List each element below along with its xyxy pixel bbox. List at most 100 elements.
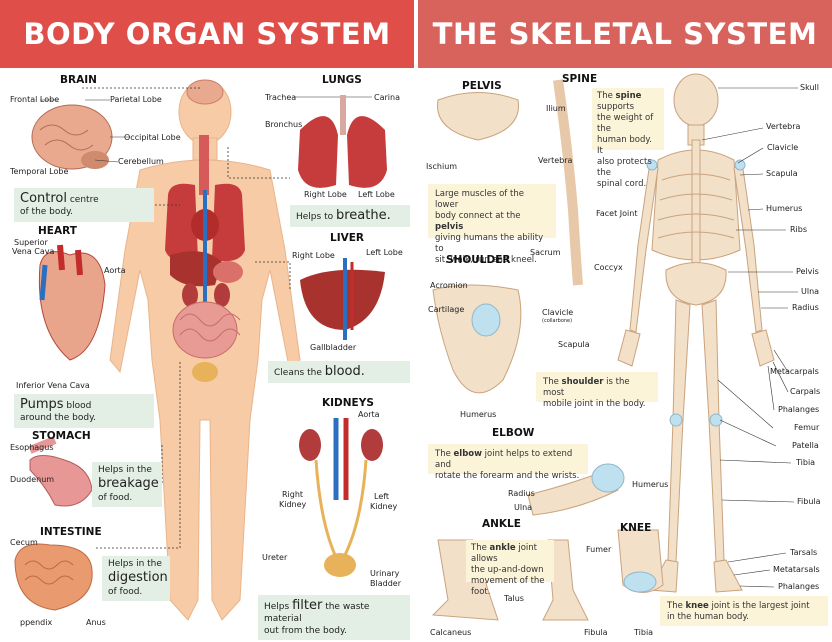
clavicle-label: Clavicle bbox=[767, 143, 799, 152]
phalanges-hand-label: Phalanges bbox=[778, 405, 820, 414]
kidneys-note-text: Helps bbox=[264, 602, 293, 612]
bladder-label: Bladder bbox=[370, 579, 401, 588]
humerus-label: Humerus bbox=[766, 204, 803, 213]
kidneys-note-emphasis: filter bbox=[292, 598, 323, 613]
femur-label: Femur bbox=[794, 423, 820, 432]
phalanges-foot-label: Phalanges bbox=[778, 582, 820, 591]
shoulder-note-text-2: is the most bbox=[543, 377, 630, 399]
sacrum-label: Sacrum bbox=[530, 248, 561, 257]
acromion-label: Acromion bbox=[430, 281, 468, 290]
ulna-elbow-label: Ulna bbox=[514, 503, 533, 512]
brain-note-text: centre bbox=[67, 195, 99, 205]
skeletal-title: THE SKELETAL SYSTEM bbox=[418, 0, 832, 68]
cecum-label: Cecum bbox=[10, 538, 38, 547]
fibula-knee-label: Fibula bbox=[584, 628, 608, 637]
stomach-heading: STOMACH bbox=[32, 430, 91, 442]
bronchus-label: Bronchus bbox=[265, 120, 303, 129]
elbow-note-text-2: joint helps to extend and bbox=[435, 449, 573, 471]
ankle-note-bold: ankle bbox=[489, 543, 516, 553]
radius-elbow-label: Radius bbox=[508, 489, 535, 498]
cerebellum-label: Cerebellum bbox=[118, 157, 164, 166]
cartilage-label: Cartilage bbox=[428, 305, 465, 314]
shoulder-note-bold: shoulder bbox=[561, 377, 604, 387]
carpals-label: Carpals bbox=[790, 387, 821, 396]
knee-note-bold: knee bbox=[685, 601, 709, 611]
vertebra-label: Vertebra bbox=[766, 122, 801, 131]
elbow-note-bold: elbow bbox=[453, 449, 482, 459]
ankle-note-text-4: movement of the foot. bbox=[471, 576, 545, 598]
vena-cava-label: Vena Cava bbox=[12, 247, 55, 256]
appendix-label: ppendix bbox=[20, 618, 53, 627]
carina-label: Carina bbox=[374, 93, 400, 102]
ilium-label: Ilium bbox=[546, 104, 566, 113]
skeletal-panel: THE SKELETAL SYSTEM bbox=[418, 0, 832, 642]
lungs-heading: LUNGS bbox=[322, 74, 362, 86]
ureter-label: Ureter bbox=[262, 553, 288, 562]
talus-label: Talus bbox=[504, 594, 524, 603]
elbow-heading: ELBOW bbox=[492, 427, 535, 439]
ankle-note-text-1: The bbox=[471, 543, 490, 553]
elbow-note-text-3: rotate the forearm and the wrists. bbox=[435, 471, 580, 482]
lungs-note-text: Helps to bbox=[296, 212, 336, 222]
liver-right-lobe-label: Right Lobe bbox=[292, 251, 335, 260]
intestine-note-text-2: of food. bbox=[108, 586, 143, 597]
left-lobe-label: Left Lobe bbox=[358, 190, 395, 199]
humerus-shoulder-label: Humerus bbox=[460, 410, 497, 419]
spine-note-text-6: spinal cord. bbox=[597, 179, 647, 190]
anus-label: Anus bbox=[86, 618, 106, 627]
scapula-shoulder-label: Scapula bbox=[558, 340, 590, 349]
calcaneus-label: Calcaneus bbox=[430, 628, 472, 637]
shoulder-heading: SHOULDER bbox=[446, 254, 511, 266]
spine-note-text-4: human body. It bbox=[597, 135, 652, 157]
kidney-aorta-label: Aorta bbox=[358, 410, 380, 419]
knee-note-text-2: joint is the largest joint bbox=[708, 601, 810, 611]
brain-note-emphasis: Control bbox=[20, 191, 67, 206]
tibia-label: Tibia bbox=[796, 458, 816, 467]
pelvis-note-text-2: body connect at the bbox=[435, 211, 521, 222]
ulna-label: Ulna bbox=[801, 287, 820, 296]
temporal-lobe-label: Temporal Lobe bbox=[10, 167, 69, 176]
clavicle-shoulder-label: Clavicle bbox=[542, 308, 574, 317]
spine-note-text-3: the weight of the bbox=[597, 113, 654, 135]
collarbone-label: (collarbone) bbox=[542, 318, 573, 324]
facet-joint-label: Facet Joint bbox=[596, 209, 638, 218]
knee-note-text-3: in the human body. bbox=[667, 612, 749, 623]
ankle-heading: ANKLE bbox=[482, 518, 521, 530]
liver-heading: LIVER bbox=[330, 232, 364, 244]
stomach-note-emphasis: breakage bbox=[98, 476, 159, 492]
fibula-label: Fibula bbox=[797, 497, 821, 506]
esophagus-label: Esophagus bbox=[10, 443, 54, 452]
aorta-label: Aorta bbox=[104, 266, 126, 275]
kidneys-note-text-3: out from the body. bbox=[264, 625, 347, 636]
pelvis-note-text-4: sit, walk, run and kneel. bbox=[435, 255, 537, 266]
occipital-lobe-label: Occipital Lobe bbox=[124, 133, 181, 142]
stomach-note-text: Helps in the bbox=[98, 465, 152, 475]
left-label: Left bbox=[374, 492, 390, 501]
body-organ-panel: BODY ORGAN SYSTEM bbox=[0, 0, 414, 642]
tarsals-label: Tarsals bbox=[790, 548, 818, 557]
parietal-lobe-label: Parietal Lobe bbox=[110, 95, 162, 104]
radius-label: Radius bbox=[792, 303, 819, 312]
heart-note-emphasis: Pumps bbox=[20, 397, 64, 412]
coccyx-label: Coccyx bbox=[594, 263, 623, 272]
spine-note-bold: spine bbox=[615, 91, 642, 101]
tibia-knee-label: Tibia bbox=[634, 628, 654, 637]
elbow-note-text-1: The bbox=[435, 449, 454, 459]
superior-label: Superior bbox=[14, 238, 48, 247]
ankle-note-text-2: joint allows bbox=[471, 543, 537, 565]
skeleton-illustration bbox=[431, 73, 798, 621]
intestine-note-emphasis: digestion bbox=[108, 570, 168, 586]
inferior-vena-cava-label: Inferior Vena Cava bbox=[16, 381, 90, 390]
urinary-label: Urinary bbox=[370, 569, 400, 578]
spine-note-text-2: supports bbox=[597, 102, 635, 113]
liver-left-lobe-label: Left Lobe bbox=[366, 248, 403, 257]
pelvis-note-text-1: Large muscles of the lower bbox=[435, 189, 524, 211]
